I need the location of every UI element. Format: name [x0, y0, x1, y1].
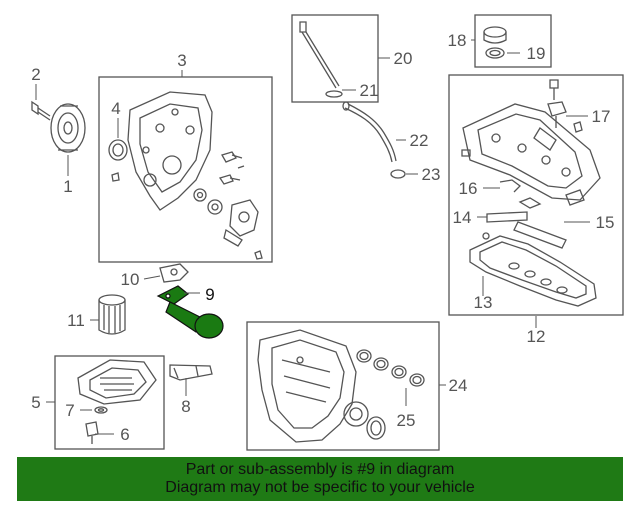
oil-strainer-highlighted-part: [156, 285, 224, 339]
dipstick-o-ring-part: [325, 90, 343, 98]
intake-manifold-part: [257, 329, 369, 443]
callout-15: 15: [596, 213, 615, 232]
oil-cap-gasket-part: [485, 47, 505, 59]
intake-manifold-group-box: [246, 321, 440, 451]
valve-cover-gasket-part: [469, 232, 597, 307]
callout-6: 6: [120, 425, 129, 444]
callout-17: 17: [592, 107, 611, 126]
oil-filter-part: [98, 294, 126, 335]
drain-gasket-part: [94, 406, 108, 414]
callout-8: 8: [181, 397, 190, 416]
tube-o-ring-part: [390, 169, 406, 179]
banner-line-2: Diagram may not be specific to your vehi…: [165, 479, 475, 496]
crankshaft-pulley-part: [50, 103, 86, 153]
callout-4: 4: [111, 99, 120, 118]
oil-pipe-part: [169, 364, 213, 381]
pulley-bolt-part: [31, 100, 51, 121]
callout-14: 14: [453, 208, 472, 227]
callout-21: 21: [360, 81, 379, 100]
callout-3: 3: [177, 51, 186, 70]
callout-10: 10: [121, 270, 140, 289]
callout-22: 22: [410, 131, 429, 150]
oil-cap-group-box: [474, 14, 552, 68]
callout-25: 25: [397, 411, 416, 430]
timing-cover-small-parts: [111, 151, 263, 260]
callout-19: 19: [527, 44, 546, 63]
valve-cover-group-box: [448, 74, 624, 316]
oil-pan-part: [77, 359, 157, 405]
banner-line-1: Part or sub-assembly is #9 in diagram: [185, 461, 455, 478]
pcv-parts: [499, 179, 585, 209]
callout-1: 1: [63, 177, 72, 196]
oil-filler-cap-part: [483, 26, 507, 44]
drain-plug-part: [85, 421, 99, 444]
timing-cover-seal-part: [108, 139, 128, 161]
callout-2: 2: [31, 65, 40, 84]
oil-dipstick-part: [299, 21, 340, 89]
timing-cover-group-box: [98, 76, 273, 263]
callout-16: 16: [459, 179, 478, 198]
valve-cover-part: [461, 103, 601, 201]
callout-5: 5: [31, 393, 40, 412]
callout-23: 23: [422, 165, 441, 184]
strainer-gasket-part: [159, 263, 189, 283]
callout-13: 13: [474, 293, 493, 312]
callout-11: 11: [67, 311, 85, 330]
throttle-gasket-part: [366, 416, 386, 440]
callout-24: 24: [449, 376, 468, 395]
dipstick-tube-part: [342, 101, 397, 163]
timing-cover-part: [127, 91, 213, 211]
valve-cover-bolt-part: [549, 79, 559, 100]
spark-plug-tube-gasket-part: [486, 211, 567, 249]
intake-manifold-gasket-part: [356, 349, 425, 387]
callout-7: 7: [65, 401, 74, 420]
diagram-notice-banner: Part or sub-assembly is #9 in diagram Di…: [17, 457, 623, 501]
callout-18: 18: [448, 31, 467, 50]
callout-12: 12: [527, 327, 546, 346]
callout-20: 20: [394, 49, 413, 68]
callout-9: 9: [205, 285, 214, 304]
cam-sensor-part: [547, 101, 583, 133]
